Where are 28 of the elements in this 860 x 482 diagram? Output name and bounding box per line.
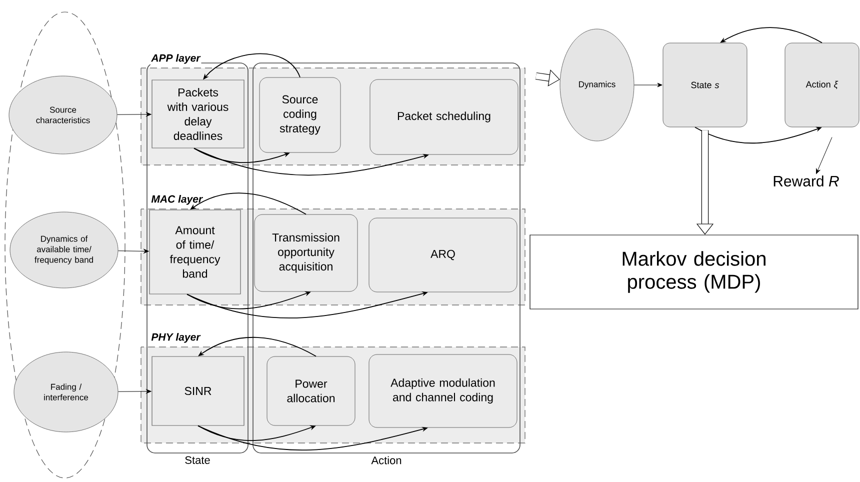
ellipse-node: Dynamics [560,28,634,142]
action-box: Transmission opportunity acquisition [254,214,358,292]
reward-label: Reward R [774,176,839,186]
arrow [634,82,662,88]
action-box: Adaptive modulation and channel coding [368,354,518,428]
ellipse-node: Fading / interference [14,352,118,432]
state-box: SINR [152,356,244,426]
ellipse-node: Dynamics of available time/ frequency band [10,212,118,288]
layer-heading: PHY layer [151,333,201,343]
frame-label: State [185,456,210,464]
process-box: Action ξ [784,42,860,128]
action-box: Power allocation [266,356,356,426]
action-box: Source coding strategy [259,77,341,153]
arrow [117,112,152,117]
result-box: Markov decision process (MDP) [530,234,858,310]
state-box: Packets with various delay deadlines [152,80,244,148]
arrow [118,249,149,254]
ellipse-node: Source characteristics [8,76,118,154]
state-box: Amount of time/ frequency band [149,210,241,294]
hollow-arrow [535,69,560,86]
layer-heading: MAC layer [151,195,204,205]
arrow [118,389,152,394]
arrow [816,137,832,174]
process-box: State s [662,42,748,128]
action-box: ARQ [368,218,518,292]
layer-heading: APP layer [151,54,201,64]
action-box: Packet scheduling [370,79,518,155]
frame-label: Action [371,456,402,464]
